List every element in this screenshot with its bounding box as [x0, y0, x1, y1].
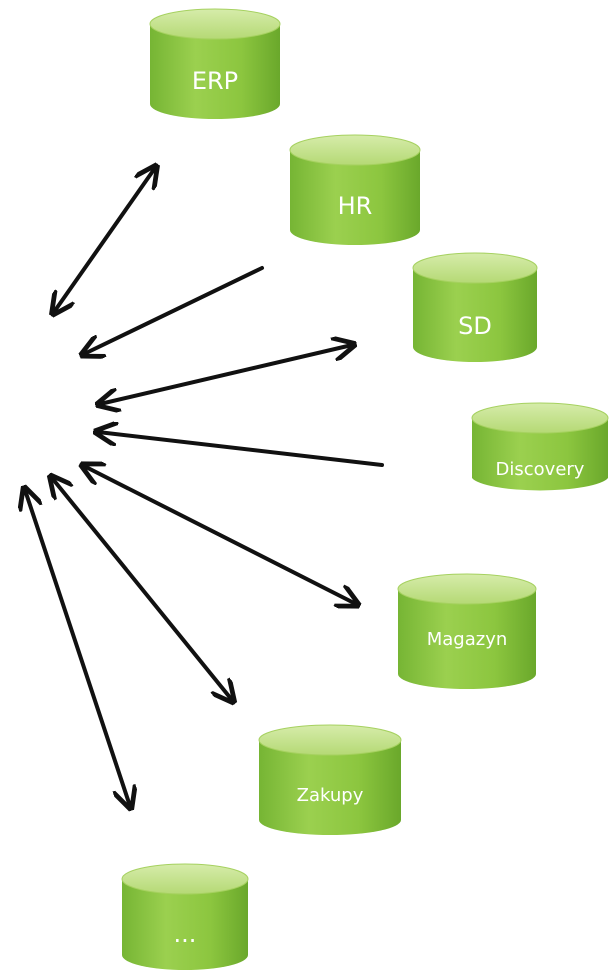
database-erp: ERP — [149, 8, 281, 119]
arrow-zakupy — [52, 478, 232, 700]
database-magazyn: Magazyn — [397, 573, 537, 689]
database-discovery: Discovery — [471, 402, 609, 491]
arrow-more — [25, 490, 130, 806]
arrow-erp — [54, 168, 155, 312]
connector-arrows — [25, 168, 384, 806]
arrow-sd — [100, 345, 352, 404]
database-label: Discovery — [496, 459, 585, 480]
database-label: HR — [338, 192, 373, 220]
arrow-discovery — [98, 432, 384, 467]
database-label: ... — [174, 920, 197, 948]
database-sd: SD — [412, 252, 538, 362]
arrow-hr — [84, 266, 264, 354]
database-zakupy: Zakupy — [258, 724, 402, 835]
database-label: Magazyn — [427, 629, 508, 650]
database-label: Zakupy — [297, 785, 364, 806]
database-label: SD — [458, 312, 492, 340]
database-more: ... — [121, 863, 249, 970]
database-hr: HR — [289, 134, 421, 245]
database-label: ERP — [192, 67, 238, 95]
arrow-magazyn — [84, 466, 356, 604]
